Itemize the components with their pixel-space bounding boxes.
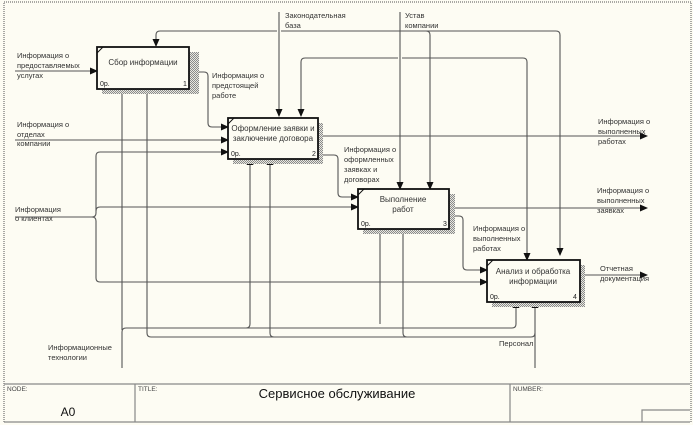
svg-text:Информация о: Информация о [344,145,396,154]
svg-text:работах: работах [473,244,501,253]
label-company-charter: Устав компании [405,11,438,30]
arrow-info-clients-to-box2[interactable] [95,148,229,213]
box-number: 4 [573,294,577,301]
svg-text:отделах: отделах [17,130,45,139]
label-done-works-mid: Информация о выполненных работах [473,224,525,253]
arrow-legal-base-to-box1[interactable] [152,30,277,47]
svg-text:компании: компании [17,139,50,148]
arrow-charter-branch-b3[interactable] [400,30,434,190]
arrow-it-to-box2[interactable] [188,158,250,329]
frame-footer: NODE: A0 TITLE: Сервисное обслуживание N… [4,383,690,423]
label-contracts: Информация о оформленных заявках и догов… [344,145,396,184]
svg-text:Устав: Устав [405,11,425,20]
svg-text:работе: работе [212,91,236,100]
svg-text:Информация о: Информация о [597,186,649,195]
arrow-contracts[interactable] [318,154,359,201]
svg-text:база: база [285,21,302,30]
label-info-departments: Информация о отделах компании [17,120,69,148]
label-it: Информационные технологии [48,343,112,362]
arrow-done-works-mid[interactable] [449,215,488,274]
box-title-line-1: Анализ и обработка [496,267,571,276]
svg-text:договорах: договорах [344,175,380,184]
activity-box-3[interactable]: Выполнение работ 0р. 3 [357,188,455,234]
box-title-line-2: заключение договора [233,134,314,143]
title-label: TITLE: [138,386,158,393]
svg-text:Отчетная: Отчетная [600,264,633,273]
svg-text:компании: компании [405,21,438,30]
box-cost: 0р. [100,81,110,88]
arrows [15,12,648,368]
arrow-staff-bus [146,332,536,338]
svg-text:предстоящей: предстоящей [212,81,258,90]
svg-text:документация: документация [600,274,649,283]
box-cost: 0р. [361,221,371,228]
label-reporting: Отчетная документация [600,264,649,283]
label-info-services: Информация о предоставляемых услугах [17,51,80,80]
svg-text:выполненных: выполненных [473,234,521,243]
label-done-works-out: Информация о выполненных работах [598,117,650,146]
activity-box-1[interactable]: Сбор информации 0р. 1 [96,46,199,94]
label-done-requests-out: Информация о выполненных заявках [597,186,649,215]
arrow-it[interactable] [121,300,520,368]
box-corner-mark [96,46,104,54]
arrow-upcoming-work[interactable] [189,71,229,131]
box-cost: 0р. [231,151,241,158]
svg-text:услугах: услугах [17,71,43,80]
activity-box-4[interactable]: Анализ и обработка информации 0р. 4 [486,259,585,307]
box-title-line-2: работ [392,205,414,214]
svg-text:заявках: заявках [597,206,624,215]
box-title-line-1: Выполнение [380,195,427,204]
svg-text:Информация о: Информация о [473,224,525,233]
arrow-charter-to-box4[interactable] [402,57,531,261]
box-title: Сбор информации [108,58,177,67]
label-legal-base: Законодательная база [285,11,346,30]
box-corner-mark [357,188,365,196]
svg-text:выполненных: выполненных [598,127,646,136]
arrow-info-clients-to-box4[interactable] [95,221,488,286]
diagram-title: Сервисное обслуживание [259,386,416,401]
arrow-legal-base-right[interactable] [281,30,564,256]
box-number: 2 [312,151,316,158]
box-corner-mark [227,117,235,125]
box-title-line-2: информации [509,277,557,286]
arrow-info-clients-junction [91,212,97,222]
node-label: NODE: [7,386,28,393]
svg-text:Информация о: Информация о [598,117,650,126]
box-title-line-1: Оформление заявки и [231,124,314,133]
box-number: 3 [443,221,447,228]
svg-text:выполненных: выполненных [597,196,645,205]
svg-text:о клиентах: о клиентах [15,214,53,223]
svg-text:Информация: Информация [15,205,61,214]
arrow-charter-to-box2[interactable] [297,57,398,117]
svg-text:Информация о: Информация о [17,51,69,60]
arrow-it-box2-link [126,323,251,329]
node-value: A0 [61,405,76,419]
svg-text:Информация о: Информация о [17,120,69,129]
svg-text:оформленных: оформленных [344,155,394,164]
svg-text:работах: работах [598,137,626,146]
svg-text:Законодательная: Законодательная [285,11,346,20]
label-upcoming-work: Информация о предстоящей работе [212,71,264,100]
box-corner-mark [486,259,494,267]
svg-text:Информационные: Информационные [48,343,112,352]
svg-text:предоставляемых: предоставляемых [17,61,80,70]
box-number: 1 [183,81,187,88]
label-info-clients: Информация о клиентах [15,205,61,223]
arrow-info-clients-to-box3[interactable] [95,203,359,212]
svg-text:заявках и: заявках и [344,165,377,174]
activity-box-2[interactable]: Оформление заявки и заключение договора … [227,117,323,164]
svg-text:технологии: технологии [48,353,87,362]
number-label: NUMBER: [513,386,543,393]
svg-text:Персонал: Персонал [499,339,533,348]
svg-text:Информация о: Информация о [212,71,264,80]
label-staff: Персонал [499,339,533,348]
box-cost: 0р. [490,294,500,301]
